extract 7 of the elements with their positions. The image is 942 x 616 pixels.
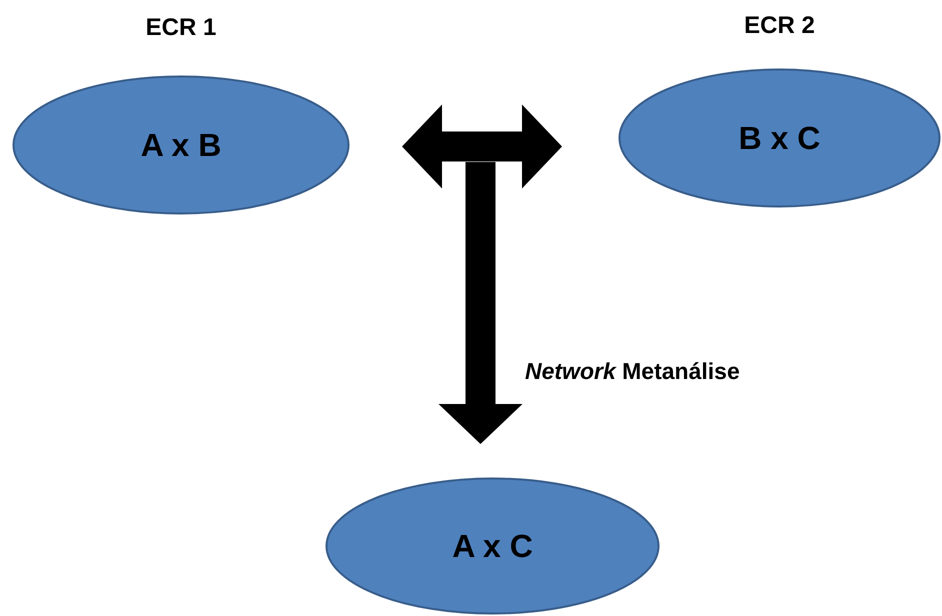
node-label: B x C	[738, 119, 820, 158]
node-label: A x B	[140, 126, 222, 165]
block-arrow	[402, 104, 562, 188]
group-heading: ECR 1	[146, 13, 216, 43]
block-arrow	[438, 162, 522, 444]
group-heading: ECR 2	[744, 11, 815, 41]
node-label: A x C	[452, 527, 533, 566]
